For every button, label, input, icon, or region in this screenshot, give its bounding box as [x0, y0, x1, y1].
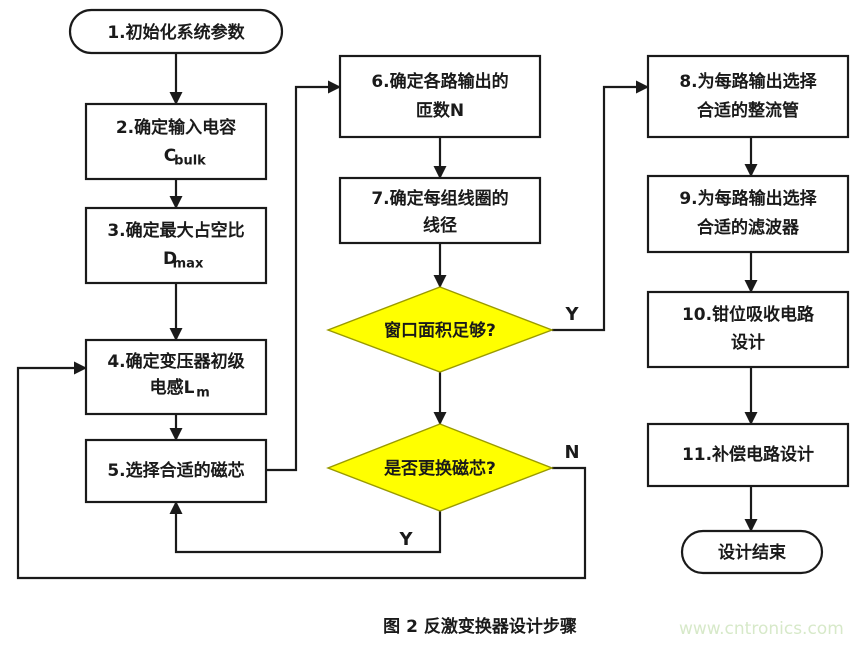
node-step4-sub: m	[196, 386, 210, 401]
node-step5[interactable]: 5.选择合适的磁芯	[84, 438, 268, 504]
node-step2-sub: bulk	[174, 154, 206, 169]
branch-label-decision2-no: N	[564, 442, 579, 463]
node-step10-line1: 10.钳位吸收电路	[682, 304, 815, 325]
node-step10-line2: 设计	[731, 332, 765, 353]
node-step2-line1: 2.确定输入电容	[116, 117, 236, 138]
node-step11[interactable]: 11.补偿电路设计	[646, 422, 850, 488]
node-step9-line2: 合适的滤波器	[697, 217, 800, 238]
node-step8-line1: 8.为每路输出选择	[679, 71, 817, 92]
node-step2-line2: C	[164, 146, 176, 166]
node-decision2-label: 是否更换磁芯?	[384, 458, 496, 479]
edge-decision2-yes-to-step5	[169, 500, 442, 554]
node-start[interactable]: 1.初始化系统参数	[68, 8, 284, 55]
node-decision1[interactable]: 窗口面积足够?	[326, 286, 554, 373]
node-step6-line2: 匝数N	[416, 100, 464, 121]
node-step9-line1: 9.为每路输出选择	[679, 188, 817, 209]
node-step6-line1: 6.确定各路输出的	[371, 71, 508, 92]
node-decision1-label: 窗口面积足够?	[384, 320, 496, 341]
node-step3-sub: max	[173, 257, 204, 272]
node-end-label: 设计结束	[718, 542, 786, 563]
node-step3-line1: 3.确定最大占空比	[107, 220, 244, 241]
node-step10[interactable]: 10.钳位吸收电路 设计	[646, 290, 850, 369]
branch-label-decision1-yes: Y	[564, 304, 579, 325]
node-end[interactable]: 设计结束	[680, 529, 824, 575]
node-step6[interactable]: 6.确定各路输出的 匝数N	[338, 54, 542, 139]
node-step5-line1: 5.选择合适的磁芯	[107, 460, 244, 481]
node-decision2[interactable]: 是否更换磁芯?	[326, 423, 554, 512]
edges-layer	[16, 53, 758, 580]
node-step4[interactable]: 4.确定变压器初级 电感L m	[84, 338, 268, 416]
node-step7-line2: 线径	[423, 215, 457, 236]
edge-decision1-yes-to-step8	[552, 80, 650, 332]
node-start-label: 1.初始化系统参数	[107, 22, 245, 43]
edge-decision2-no-to-step4	[16, 361, 587, 580]
branch-label-decision2-yes: Y	[398, 529, 413, 550]
node-step7-line1: 7.确定每组线圈的	[371, 188, 508, 209]
watermark-label: www.cntronics.com	[679, 619, 844, 639]
node-step3[interactable]: 3.确定最大占空比 D max	[84, 206, 268, 285]
edge-step5-to-step6	[265, 80, 342, 472]
node-step9[interactable]: 9.为每路输出选择 合适的滤波器	[646, 174, 850, 254]
node-step11-line1: 11.补偿电路设计	[682, 444, 814, 465]
figure-caption: 图 2 反激变换器设计步骤	[383, 616, 577, 637]
node-step7[interactable]: 7.确定每组线圈的 线径	[338, 176, 542, 245]
node-step3-line2: D	[163, 249, 177, 269]
node-step4-line1: 4.确定变压器初级	[107, 351, 244, 372]
node-step4-line2: 电感L	[150, 377, 195, 398]
node-step8-line2: 合适的整流管	[697, 100, 799, 121]
node-step8[interactable]: 8.为每路输出选择 合适的整流管	[646, 54, 850, 139]
node-step2[interactable]: 2.确定输入电容 C bulk	[84, 102, 268, 181]
